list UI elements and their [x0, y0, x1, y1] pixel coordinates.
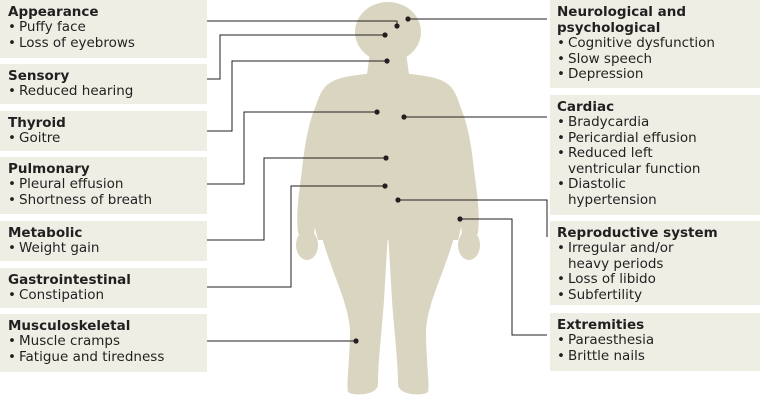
symptom-list: BradycardiaPericardial effusionReduced l… — [557, 114, 760, 208]
symptom-item: Paraesthesia — [557, 332, 760, 349]
group-title: Thyroid — [8, 115, 66, 131]
group-title: Reproductive system — [557, 225, 718, 241]
symptom-group-appearance: AppearancePuffy faceLoss of eyebrows — [0, 0, 207, 58]
symptom-item: Depression — [557, 66, 760, 83]
leader-line-metabolic — [207, 157, 386, 241]
symptom-item: Pericardial effusion — [557, 129, 760, 147]
symptom-item: Weight gain — [8, 240, 207, 257]
symptom-text: Fatigue and tiredness — [19, 348, 165, 365]
group-title: Neurological and — [557, 4, 687, 20]
body-right-hand — [458, 230, 480, 260]
symptom-text: Slow speech — [568, 50, 653, 67]
group-title: Cardiac — [557, 99, 615, 115]
symptom-list: Puffy faceLoss of eyebrows — [8, 19, 207, 52]
symptom-text: hypertension — [568, 191, 657, 208]
symptom-group-metabolic: MetabolicWeight gain — [0, 221, 207, 261]
symptom-text: Reduced hearing — [19, 83, 134, 99]
symptom-list: ParaesthesiaBrittle nails — [557, 332, 760, 365]
symptom-item: Puffy face — [8, 19, 207, 36]
body-left-arm — [297, 88, 336, 241]
symptom-text: heavy periods — [568, 255, 664, 272]
symptom-item: Goitre — [8, 130, 207, 147]
symptom-item: Constipation — [8, 287, 207, 304]
group-title: Pulmonary — [8, 161, 90, 177]
symptom-group-sensory: SensoryReduced hearing — [0, 64, 207, 104]
body-right-arm — [440, 88, 479, 241]
symptom-text: Subfertility — [568, 286, 643, 303]
symptom-item: Brittle nails — [557, 347, 760, 365]
symptom-text: Paraesthesia — [568, 332, 655, 348]
symptom-list: Goitre — [8, 130, 207, 147]
symptom-text: Muscle cramps — [19, 333, 121, 349]
leader-line-pulmonary — [207, 111, 377, 185]
symptom-text: Loss of eyebrows — [19, 34, 135, 51]
symptom-group-extremities: ExtremitiesParaesthesiaBrittle nails — [550, 313, 760, 371]
symptom-list: Muscle crampsFatigue and tiredness — [8, 333, 207, 366]
symptom-text: Pericardial effusion — [568, 129, 697, 146]
leader-line-sensory — [207, 34, 385, 80]
symptom-item: Bradycardia — [557, 114, 760, 131]
body-left-leg — [320, 230, 388, 395]
body-head — [355, 2, 421, 62]
body-left-hand — [296, 230, 318, 260]
leader-line-gastrointestinal — [207, 185, 385, 288]
group-title: Musculoskeletal — [8, 318, 131, 334]
symptom-item: Slow speech — [557, 50, 760, 68]
symptom-text: Loss of libido — [568, 271, 656, 287]
group-title: Extremities — [557, 317, 645, 333]
symptom-group-neurological-and-psychological: Neurological andpsychologicalCognitive d… — [550, 0, 760, 88]
group-title: Metabolic — [8, 225, 83, 241]
symptom-text: Reduced left — [568, 145, 653, 161]
symptom-text: Puffy face — [19, 19, 86, 35]
symptom-text: Weight gain — [19, 240, 100, 256]
group-title: Gastrointestinal — [8, 272, 131, 288]
symptom-item: Fatigue and tiredness — [8, 348, 207, 366]
symptom-text: Cognitive dysfunction — [568, 35, 715, 51]
symptom-item: Reduced hearing — [8, 83, 207, 100]
leader-line-extremities — [460, 218, 547, 336]
symptom-text: Goitre — [19, 130, 61, 146]
symptom-item: Pleural effusion — [8, 176, 207, 193]
symptom-text: Brittle nails — [568, 347, 645, 364]
symptom-text: Diastolic — [568, 176, 626, 192]
group-title: psychological — [557, 20, 661, 36]
symptom-text: Bradycardia — [568, 114, 650, 130]
body-right-leg — [388, 230, 456, 395]
symptom-list: Constipation — [8, 287, 207, 304]
symptom-group-cardiac: CardiacBradycardiaPericardial effusionRe… — [550, 95, 760, 215]
symptom-text: Pleural effusion — [19, 176, 124, 192]
symptom-group-pulmonary: PulmonaryPleural effusionShortness of br… — [0, 157, 207, 214]
symptom-list: Cognitive dysfunctionSlow speechDepressi… — [557, 35, 760, 83]
symptom-item: Shortness of breath — [8, 191, 207, 209]
leader-line-thyroid — [207, 60, 387, 132]
symptom-text: Irregular and/or — [568, 240, 674, 256]
group-title: Sensory — [8, 68, 70, 84]
symptom-text: Constipation — [19, 287, 105, 303]
symptom-item: Cognitive dysfunction — [557, 35, 760, 52]
symptom-list: Pleural effusionShortness of breath — [8, 176, 207, 209]
symptom-list: Weight gain — [8, 240, 207, 257]
symptom-text: Depression — [568, 66, 644, 82]
symptom-text: ventricular function — [568, 160, 701, 177]
symptom-item: Loss of eyebrows — [8, 34, 207, 52]
symptom-group-reproductive-system: Reproductive systemIrregular and/orheavy… — [550, 221, 760, 305]
symptom-list: Reduced hearing — [8, 83, 207, 100]
symptom-group-thyroid: ThyroidGoitre — [0, 111, 207, 151]
symptom-item: Loss of libido — [557, 271, 760, 288]
symptom-item: Muscle cramps — [8, 333, 207, 350]
symptom-group-musculoskeletal: MusculoskeletalMuscle crampsFatigue and … — [0, 314, 207, 372]
symptom-text: Shortness of breath — [19, 191, 153, 208]
symptom-group-gastrointestinal: GastrointestinalConstipation — [0, 268, 207, 308]
symptom-item: Subfertility — [557, 286, 760, 304]
leader-dots — [353, 16, 463, 344]
group-title: Appearance — [8, 4, 99, 20]
leader-line-reproductive — [398, 199, 548, 237]
